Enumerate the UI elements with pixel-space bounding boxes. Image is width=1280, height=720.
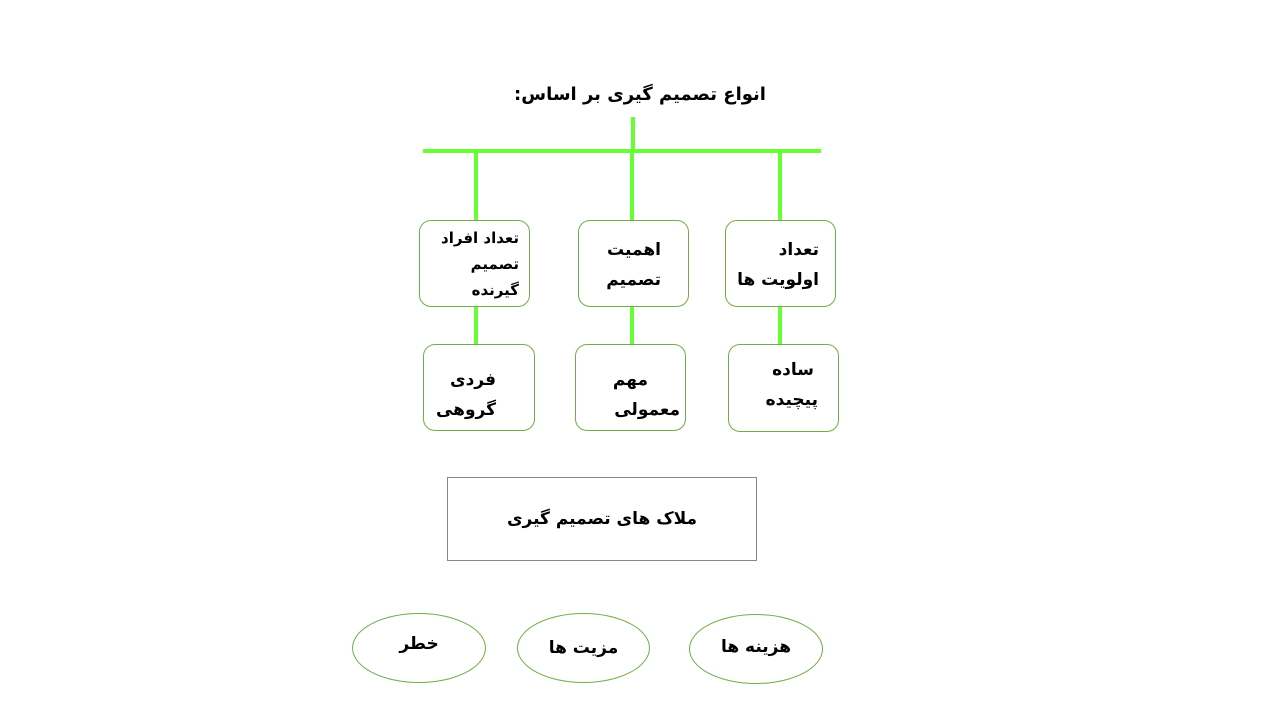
category-label-line: گیرنده xyxy=(471,281,519,299)
category-label-line: اهمیت xyxy=(607,240,661,260)
criterion-label: خطر xyxy=(399,634,439,654)
criteria-ellipse-benefits: مزیت ها xyxy=(517,613,650,683)
category-label-line: تصمیم xyxy=(470,255,519,273)
category-label-line: تعداد xyxy=(778,240,819,260)
types-box-individual-group: فردی گروهی xyxy=(423,344,535,431)
category-label-line: اولویت ها xyxy=(737,270,819,290)
criteria-ellipse-costs: هزینه ها xyxy=(689,614,823,684)
types-box-simple-complex: ساده پیچیده xyxy=(728,344,839,432)
diagram-title: انواع تصمیم گیری بر اساس: xyxy=(514,84,766,105)
type-label: مهم xyxy=(612,370,648,390)
connector-root xyxy=(631,117,635,153)
criteria-ellipse-risk: خطر xyxy=(352,613,486,683)
criteria-title: ملاک های تصمیم گیری xyxy=(506,509,698,529)
connector-horizontal xyxy=(423,149,821,153)
criterion-label: مزیت ها xyxy=(548,638,619,658)
category-label-line: تعداد افراد xyxy=(441,229,519,247)
type-label: معمولی xyxy=(614,400,680,420)
connector-middle xyxy=(630,152,634,222)
type-label: ساده xyxy=(772,360,814,380)
type-label: پیچیده xyxy=(765,390,818,410)
types-box-important-routine: مهم معمولی xyxy=(575,344,686,431)
category-box-priorities: تعداد اولویت ها xyxy=(725,220,836,307)
criteria-title-box: ملاک های تصمیم گیری xyxy=(447,477,757,561)
criterion-label: هزینه ها xyxy=(720,637,792,657)
connector-left xyxy=(474,152,478,222)
connector-middle-lower xyxy=(630,307,634,345)
category-box-importance: اهمیت تصمیم xyxy=(578,220,689,307)
type-label: گروهی xyxy=(435,400,496,420)
connector-right xyxy=(778,152,782,222)
connector-right-lower xyxy=(778,307,782,345)
category-label-line: تصمیم xyxy=(606,270,661,290)
connector-left-lower xyxy=(474,307,478,345)
type-label: فردی xyxy=(449,370,496,390)
category-box-decision-makers: تعداد افراد تصمیم گیرنده xyxy=(419,220,530,307)
